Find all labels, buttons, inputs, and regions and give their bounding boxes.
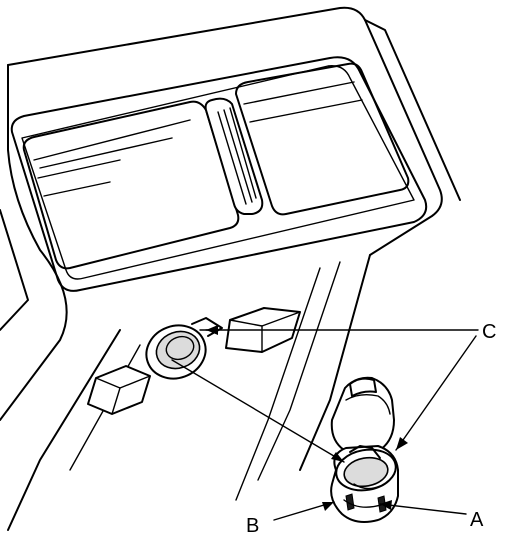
left-vent: [22, 100, 240, 270]
callout-lines: [171, 329, 479, 521]
socket-body: [330, 445, 399, 523]
installed-socket: [145, 317, 223, 380]
arrowhead-b: [322, 502, 334, 511]
arrowhead-c-upper: [206, 325, 218, 335]
console-housing: [0, 6, 461, 531]
lower-left-bracket: [87, 365, 151, 415]
callout-c: C: [482, 321, 496, 343]
callout-b: B: [246, 515, 259, 537]
arrowhead-diagonal: [331, 452, 344, 462]
right-vent: [235, 62, 410, 216]
socket-lid: [330, 376, 395, 455]
vent-panel: [10, 56, 428, 292]
callout-a: A: [470, 509, 484, 531]
arrowhead-c-lower: [396, 437, 408, 450]
arrowhead-a: [380, 500, 392, 510]
vent-adjuster-wheel: [204, 97, 264, 215]
callout-arrowheads: [206, 325, 408, 511]
